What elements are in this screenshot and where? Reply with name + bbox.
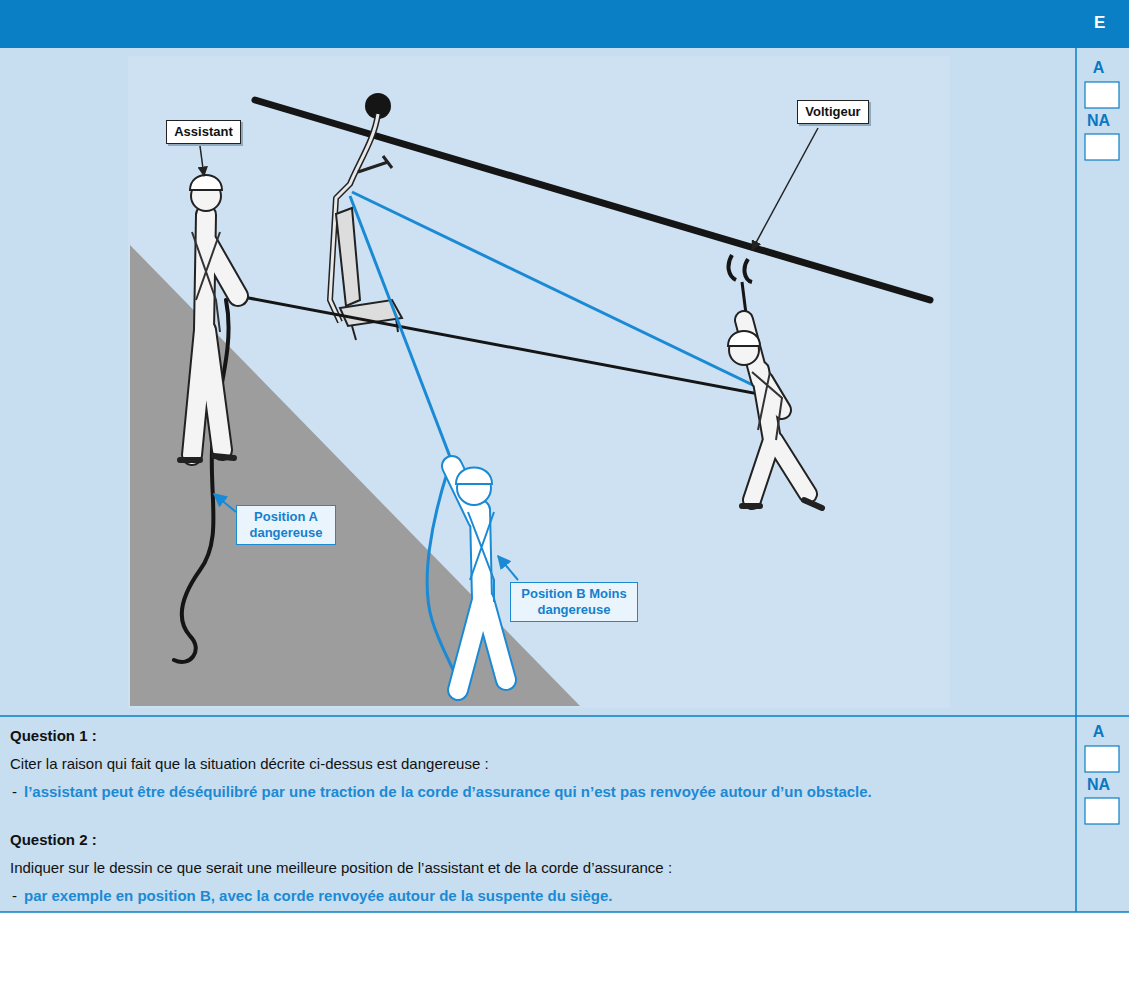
panel-ground bbox=[0, 48, 1129, 912]
helmet bbox=[456, 468, 492, 485]
chair-hanger bbox=[330, 114, 378, 322]
answer-text: par exemple en position B, avec la corde… bbox=[24, 886, 1068, 906]
bullet-dash: - bbox=[12, 886, 17, 906]
grade-label: NA bbox=[1072, 111, 1125, 131]
figure-outline bbox=[192, 215, 238, 455]
helmet bbox=[190, 175, 222, 190]
voltigeur-figure bbox=[728, 255, 822, 508]
question-heading: Question 1 : bbox=[10, 726, 97, 746]
helmet bbox=[728, 331, 760, 346]
section-divider bbox=[0, 715, 1129, 717]
chair-handle bbox=[358, 156, 392, 172]
question-text: Citer la raison qui fait que la situatio… bbox=[10, 754, 1060, 774]
redirected-rope bbox=[350, 196, 452, 462]
check-box bbox=[1085, 82, 1119, 108]
grade-label: NA bbox=[1072, 775, 1125, 795]
illustration-frame bbox=[128, 56, 950, 708]
section-letter: E bbox=[1094, 13, 1105, 33]
check-box bbox=[1085, 798, 1119, 824]
check-box bbox=[1085, 134, 1119, 160]
bottom-border bbox=[0, 911, 1129, 913]
answer-text: l’assistant peut être déséquilibré par u… bbox=[24, 782, 1068, 802]
leader-arrow bbox=[214, 494, 236, 512]
harness bbox=[468, 512, 494, 602]
boot bbox=[742, 500, 822, 508]
harness bbox=[752, 372, 782, 440]
boot bbox=[180, 456, 234, 460]
chair-back bbox=[336, 208, 360, 306]
callout-label: Position A dangereuse bbox=[243, 509, 329, 541]
bullet-dash: - bbox=[12, 782, 17, 802]
harness bbox=[192, 232, 220, 332]
leader-arrow bbox=[200, 146, 204, 176]
callout-box: Voltigeur bbox=[797, 100, 869, 124]
position-box: Position A dangereuse bbox=[236, 505, 336, 545]
callout-label: Position B Moins dangereuse bbox=[517, 586, 631, 618]
column-divider bbox=[1075, 48, 1077, 912]
grade-label: A bbox=[1072, 722, 1125, 742]
question-heading: Question 2 : bbox=[10, 830, 97, 850]
header-bar bbox=[0, 0, 1129, 48]
position-box: Position B Moins dangereuse bbox=[510, 582, 638, 622]
question-text: Indiquer sur le dessin ce que serait une… bbox=[10, 858, 1060, 878]
grade-label: A bbox=[1072, 58, 1125, 78]
leader-arrow bbox=[498, 556, 518, 580]
leader-arrow bbox=[752, 128, 818, 250]
check-box bbox=[1085, 746, 1119, 772]
assistant-figure bbox=[180, 175, 238, 460]
assistant-figure-b bbox=[452, 466, 506, 690]
figure-outline bbox=[452, 466, 506, 690]
figure-body bbox=[192, 215, 238, 455]
carabiner bbox=[729, 255, 752, 282]
chair-hanger bbox=[330, 114, 378, 322]
callout-label: Assistant bbox=[173, 124, 234, 140]
figure-body bbox=[452, 466, 506, 690]
callout-label: Voltigeur bbox=[804, 104, 862, 120]
belay-rope bbox=[238, 296, 780, 398]
callout-box: Assistant bbox=[166, 120, 241, 144]
